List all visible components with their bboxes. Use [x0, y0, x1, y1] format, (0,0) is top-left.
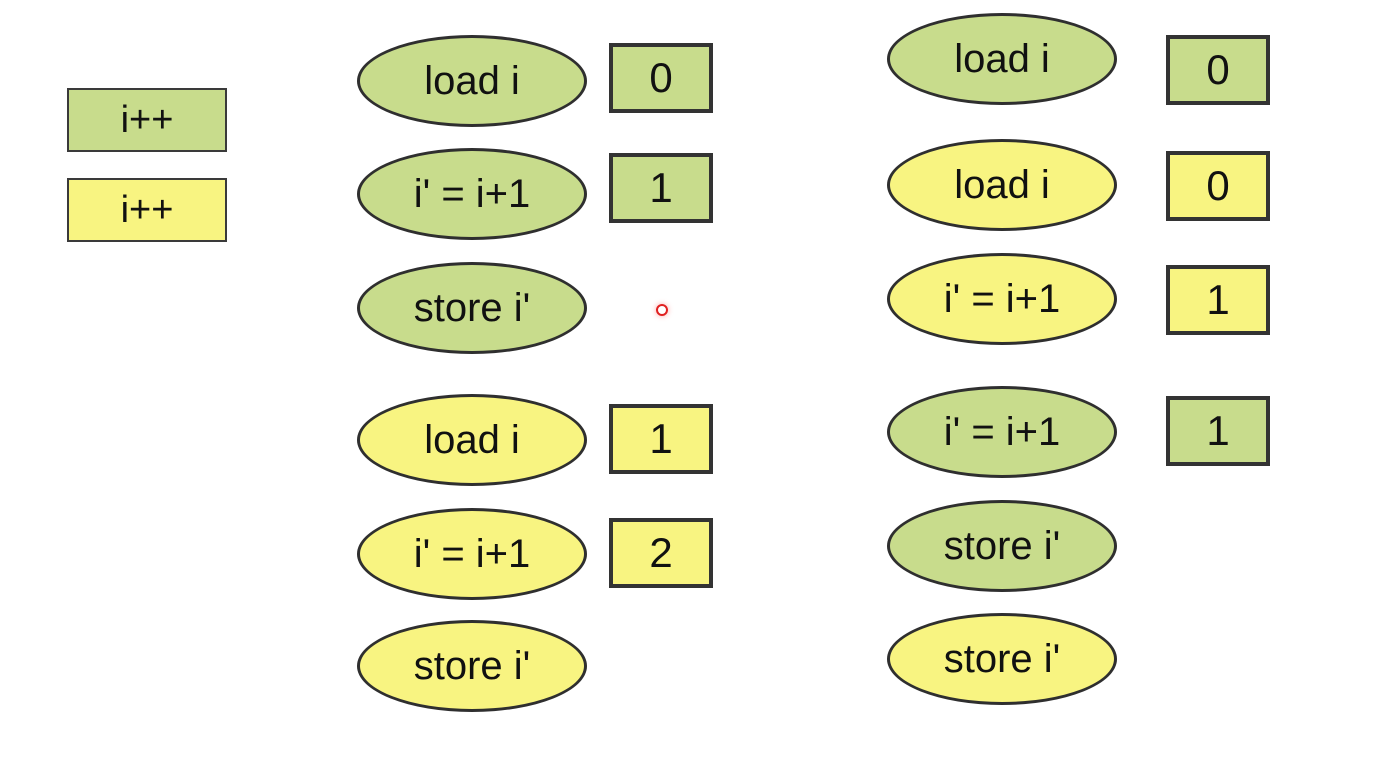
op-label: load i [424, 417, 520, 462]
seq-value-box: 0 [609, 43, 713, 113]
legend-thread-2: i++ [67, 178, 227, 242]
int-value-box: 1 [1166, 265, 1270, 335]
value-label: 0 [1206, 162, 1230, 209]
seq-value-box: 1 [609, 153, 713, 223]
int-value-box: 0 [1166, 151, 1270, 221]
int-op-store-thread-1: store i' [887, 500, 1117, 592]
value-label: 0 [1206, 46, 1230, 93]
value-label: 1 [1206, 276, 1230, 323]
seq-value-box: 2 [609, 518, 713, 588]
int-op-increment-thread-2: i' = i+1 [887, 253, 1117, 345]
int-op-increment-thread-1: i' = i+1 [887, 386, 1117, 478]
int-value-box: 1 [1166, 396, 1270, 466]
legend-label: i++ [120, 98, 174, 141]
seq-value-box: 1 [609, 404, 713, 474]
int-value-box: 0 [1166, 35, 1270, 105]
op-label: store i' [943, 523, 1061, 568]
op-label: load i [424, 58, 520, 103]
seq-op-increment-thread-2: i' = i+1 [357, 508, 587, 600]
value-label: 1 [649, 164, 673, 211]
seq-op-load-i-thread-2: load i [357, 394, 587, 486]
value-label: 2 [649, 529, 673, 576]
value-label: 1 [1206, 407, 1230, 454]
value-label: 0 [649, 54, 673, 101]
int-op-store-thread-2: store i' [887, 613, 1117, 705]
seq-op-load-i-thread-1: load i [357, 35, 587, 127]
op-label: i' = i+1 [413, 171, 531, 216]
op-label: i' = i+1 [943, 409, 1061, 454]
op-label: store i' [413, 285, 531, 330]
seq-op-store-thread-2: store i' [357, 620, 587, 712]
value-label: 1 [649, 415, 673, 462]
op-label: store i' [943, 636, 1061, 681]
op-label: store i' [413, 643, 531, 688]
legend-thread-1: i++ [67, 88, 227, 152]
seq-op-increment-thread-1: i' = i+1 [357, 148, 587, 240]
legend-label: i++ [120, 188, 174, 231]
seq-op-store-thread-1: store i' [357, 262, 587, 354]
int-op-load-i-thread-1: load i [887, 13, 1117, 105]
int-op-load-i-thread-2: load i [887, 139, 1117, 231]
laser-pointer-icon [656, 304, 668, 316]
op-label: i' = i+1 [943, 276, 1061, 321]
op-label: load i [954, 162, 1050, 207]
op-label: load i [954, 36, 1050, 81]
op-label: i' = i+1 [413, 531, 531, 576]
